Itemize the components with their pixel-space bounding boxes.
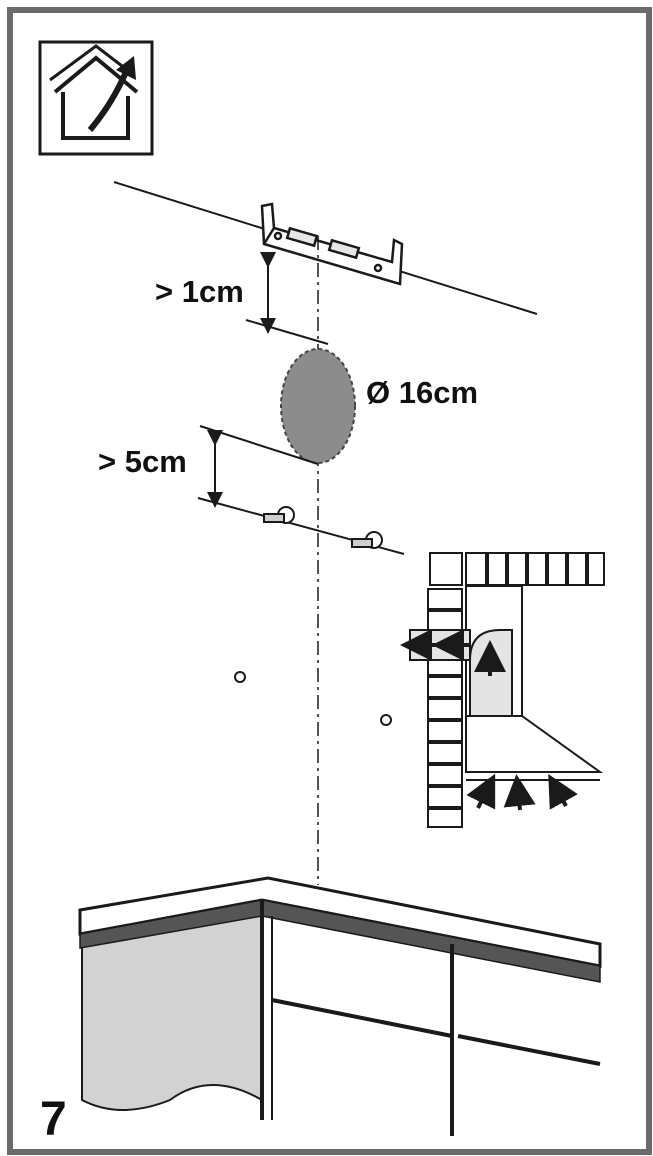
wall-bracket [260, 202, 404, 286]
airflow-arrows [400, 629, 578, 811]
step-number: 7 [40, 1093, 67, 1146]
drill-hole-right [380, 714, 392, 726]
drill-hole-left [234, 671, 246, 683]
hole-diameter-label: Ø 16cm [366, 375, 479, 410]
wall-screw-left [263, 506, 295, 524]
house-exhaust-icon [38, 40, 154, 156]
page-frame [7, 7, 652, 1155]
gap-bottom-label: > 5cm [98, 444, 187, 479]
kitchen-cabinets [78, 876, 602, 1136]
wall-screw-right [351, 531, 383, 549]
gap-top-label: > 1cm [155, 274, 244, 309]
airflow-inset [409, 552, 605, 828]
exhaust-hole [280, 348, 356, 464]
gap-top-dimension [245, 252, 329, 345]
